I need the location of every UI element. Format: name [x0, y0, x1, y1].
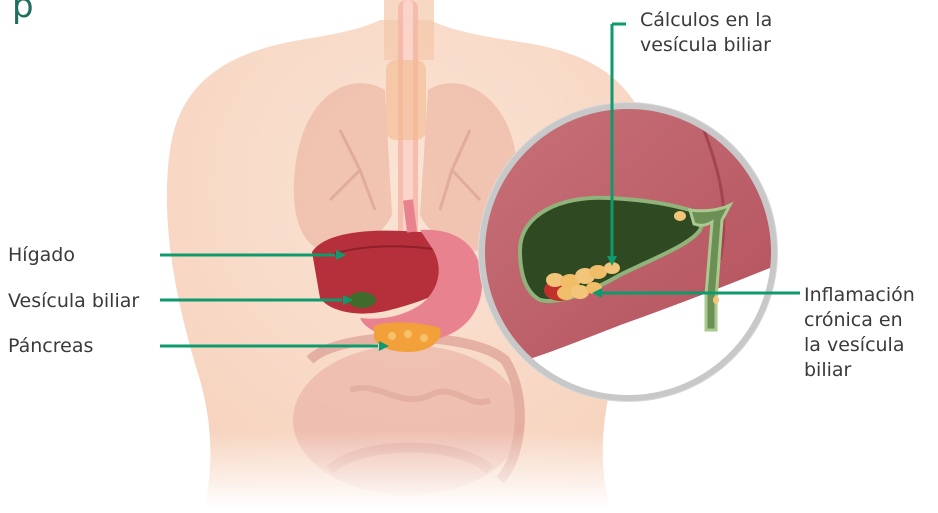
title-fragment: p	[12, 0, 34, 26]
label-pancreas: Páncreas	[8, 334, 93, 359]
label-inflammation-line: la vesícula	[804, 333, 915, 358]
label-inflammation-line: crónica en	[804, 308, 915, 333]
label-inflammation-line: biliar	[804, 358, 915, 383]
label-gallstones-line: vesícula biliar	[640, 33, 772, 58]
label-liver: Hígado	[8, 243, 75, 268]
label-gallbladder: Vesícula biliar	[8, 289, 139, 314]
label-gallstones: Cálculos en la vesícula biliar	[640, 8, 772, 58]
label-inflammation-line: Inflamación	[804, 283, 915, 308]
label-inflammation: Inflamación crónica en la vesícula bilia…	[804, 283, 915, 383]
label-gallstones-line: Cálculos en la	[640, 8, 772, 33]
